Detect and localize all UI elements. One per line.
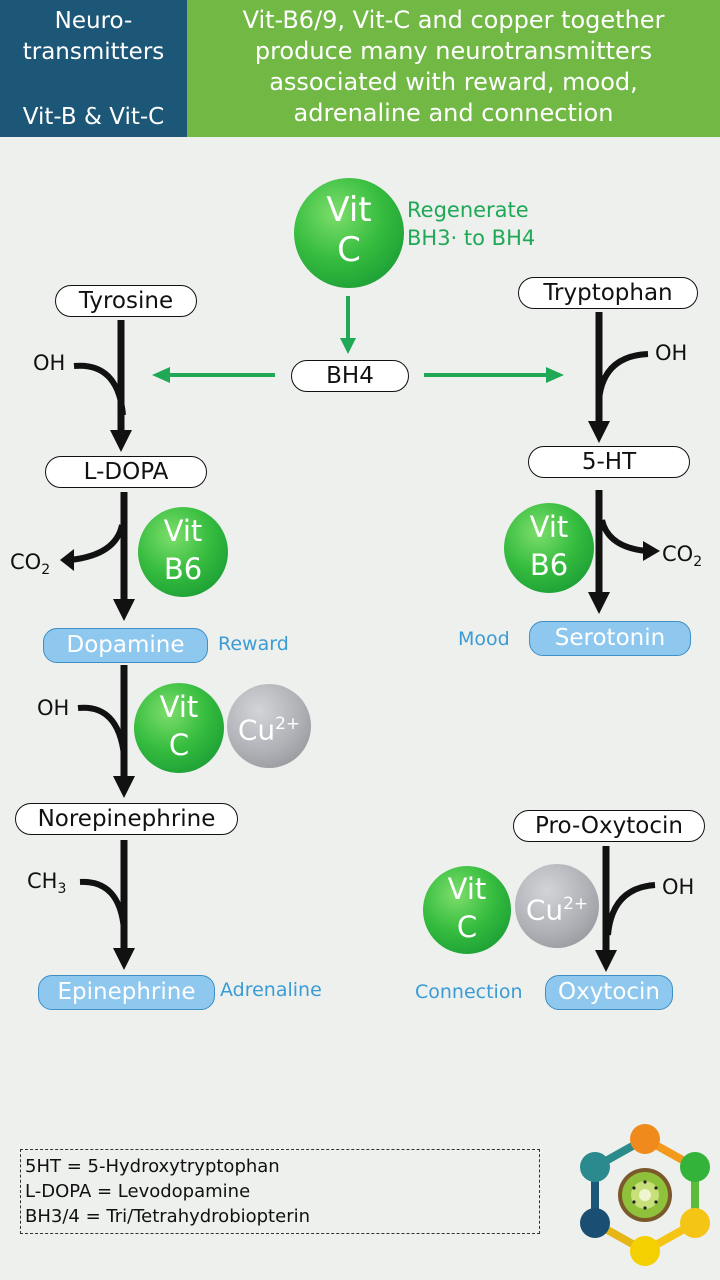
tryptophan-node: Tryptophan: [518, 277, 698, 309]
regenerate-note-line2: BH3· to BH4: [407, 226, 536, 250]
pro-oxytocin-node: Pro-Oxytocin: [513, 810, 705, 842]
co2-label-right: CO2: [662, 542, 702, 570]
vitamin-c-circle-right: Vit C: [423, 866, 511, 954]
copper-text-left: Cu: [237, 713, 276, 747]
serotonin-node: Serotonin: [529, 621, 691, 656]
methyl-label: CH3: [27, 869, 66, 897]
copper-label-right: Cu2+: [515, 886, 599, 928]
header-description: Vit-B6/9, Vit-C and copper together prod…: [193, 5, 714, 129]
copper-charge-right: 2+: [563, 894, 589, 914]
abbreviation-legend: 5HT = 5-Hydroxytryptophan L-DOPA = Levod…: [20, 1149, 540, 1234]
adrenaline-label: Adrenaline: [220, 979, 322, 1001]
bh4-arrows: [152, 296, 564, 383]
vitamin-b6-label-line2: B6: [163, 552, 203, 586]
vitamin-c-label-line2: C: [337, 230, 361, 270]
vitamin-c-circle-left: Vit C: [134, 683, 224, 773]
co2-subscript-left: 2: [41, 562, 51, 579]
header-category-line1: Neuro-: [54, 8, 133, 34]
vitamin-c-label-line1: Vit: [326, 190, 372, 230]
hydroxyl-label-left-1: OH: [33, 351, 66, 375]
vitamin-c-right-line1: Vit: [447, 872, 487, 906]
vitamin-b6-right-line1: Vit: [529, 510, 569, 544]
fiveht-node: 5-HT: [528, 446, 690, 478]
left-pathway-arrows: [60, 320, 135, 970]
copper-circle-right: Cu2+: [515, 864, 599, 948]
vitamin-c-left-line2: C: [168, 728, 190, 762]
legend-line-5ht: 5HT = 5-Hydroxytryptophan: [25, 1156, 280, 1177]
hexagon-kiwi-logo-icon: [580, 1124, 710, 1266]
vitamin-c-right-line2: C: [456, 910, 478, 944]
epinephrine-node: Epinephrine: [38, 975, 215, 1010]
norepinephrine-node: Norepinephrine: [15, 803, 238, 835]
reward-label: Reward: [218, 633, 289, 655]
tyrosine-node: Tyrosine: [55, 285, 197, 317]
header-description-line3: associated with reward, mood,: [269, 68, 638, 96]
header-category-line2: transmitters: [22, 39, 165, 65]
regenerate-note-line1: Regenerate: [407, 198, 529, 222]
hydroxyl-label-left-2: OH: [37, 696, 70, 720]
vitamin-c-left-line1: Vit: [159, 690, 199, 724]
vitamin-b6-circle-right: Vit B6: [504, 503, 594, 593]
copper-charge-left: 2+: [275, 714, 301, 734]
vitamin-b6-circle-left: Vit B6: [138, 507, 228, 597]
header-description-panel: Vit-B6/9, Vit-C and copper together prod…: [187, 0, 720, 137]
methyl-subscript: 3: [57, 881, 67, 898]
ldopa-node: L-DOPA: [45, 456, 207, 488]
co2-subscript-right: 2: [693, 554, 703, 571]
co2-text-right: CO: [662, 542, 694, 566]
header-category-panel: Neuro- transmitters Vit-B & Vit-C: [0, 0, 187, 137]
header-description-line2: produce many neurotransmitters: [254, 37, 653, 65]
connection-label: Connection: [415, 981, 523, 1003]
header-category-title: Neuro- transmitters: [0, 6, 187, 68]
co2-label-left: CO2: [10, 550, 50, 578]
methyl-text: CH: [27, 869, 58, 893]
vitamin-b6-label-line1: Vit: [163, 514, 203, 548]
legend-line-bh: BH3/4 = Tri/Tetrahydrobiopterin: [25, 1206, 311, 1227]
copper-text-right: Cu: [525, 893, 564, 927]
header-description-line1: Vit-B6/9, Vit-C and copper together: [242, 6, 665, 34]
mood-label: Mood: [458, 628, 510, 650]
vitamin-c-circle-top: Vit C: [294, 178, 404, 288]
header-category-subtitle: Vit-B & Vit-C: [22, 104, 165, 130]
hydroxyl-label-right-1: OH: [655, 341, 688, 365]
hydroxyl-label-right-2: OH: [662, 875, 695, 899]
header-description-line4: adrenaline and connection: [293, 99, 614, 127]
copper-label-left: Cu2+: [227, 706, 311, 748]
vitamin-b6-right-line2: B6: [529, 548, 569, 582]
regenerate-note: Regenerate BH3· to BH4: [407, 196, 535, 252]
copper-circle-left: Cu2+: [227, 684, 311, 768]
bh4-node: BH4: [291, 360, 409, 392]
oxytocin-node: Oxytocin: [545, 975, 673, 1010]
legend-line-ldopa: L-DOPA = Levodopamine: [25, 1181, 251, 1202]
dopamine-node: Dopamine: [43, 628, 208, 663]
right-pathway-arrows: [588, 312, 660, 972]
co2-text-left: CO: [10, 550, 42, 574]
